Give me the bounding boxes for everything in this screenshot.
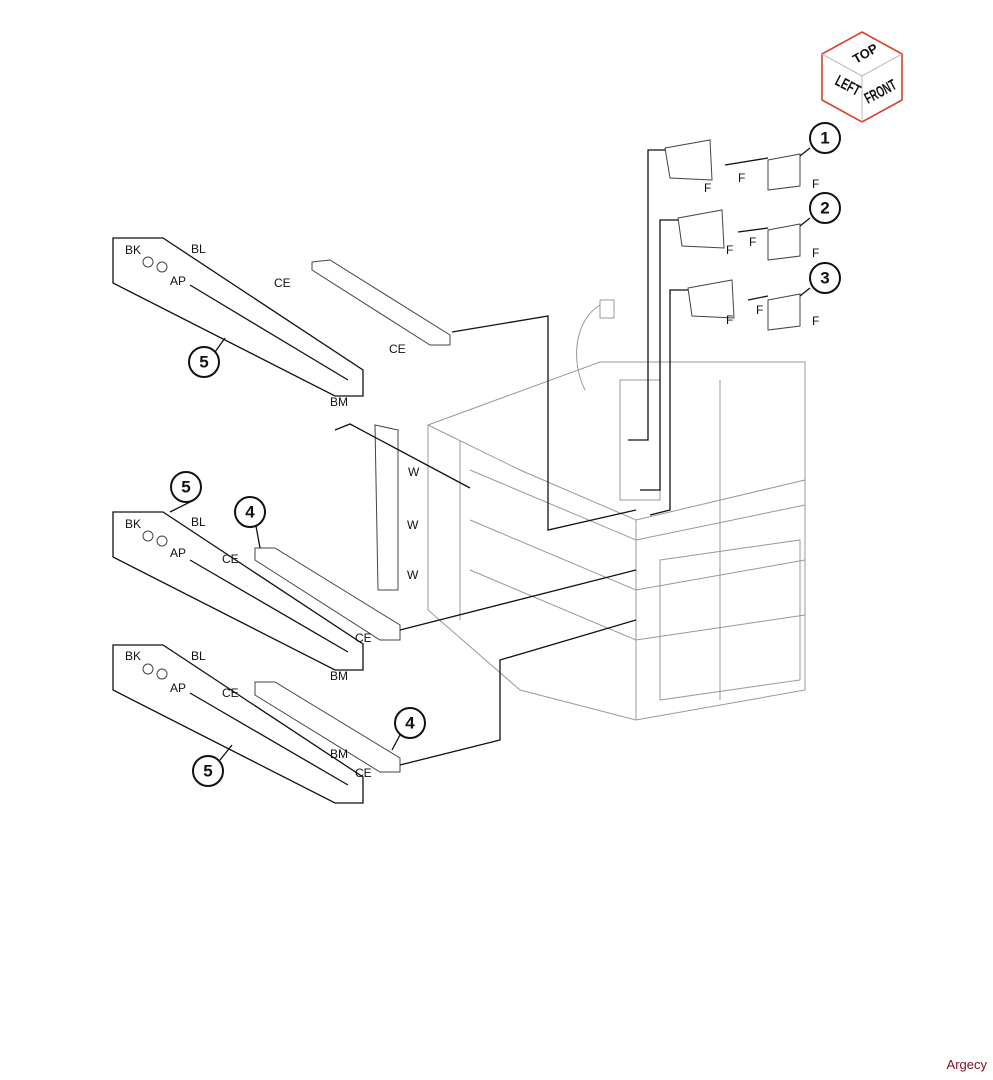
- part-label: CE: [355, 766, 372, 780]
- paper-tray-frame: [427, 299, 806, 721]
- callout-2: 2: [809, 192, 841, 224]
- part-label: W: [407, 518, 419, 532]
- part-label: F: [756, 303, 763, 317]
- part-label: 5: [199, 353, 208, 372]
- callout-5c: 5: [192, 744, 233, 787]
- callout-3: 3: [809, 262, 841, 294]
- sensor-assemblies: [628, 139, 811, 516]
- part-label: W: [407, 568, 419, 582]
- part-label: CE: [222, 686, 239, 700]
- part-label: BL: [191, 649, 206, 663]
- part-label: BM: [330, 669, 348, 683]
- part-label: BK: [125, 517, 141, 531]
- part-label: F: [738, 171, 745, 185]
- part-label: 4: [405, 714, 415, 733]
- part-label: 2: [820, 199, 829, 218]
- pick-arm-parts: [254, 259, 637, 773]
- part-label: BL: [191, 242, 206, 256]
- watermark: Argecy: [946, 1057, 987, 1072]
- part-label: 4: [245, 503, 255, 522]
- part-label: CE: [355, 631, 372, 645]
- part-label: CE: [274, 276, 291, 290]
- part-label: AP: [170, 681, 186, 695]
- part-letter-labels: F F F F F F F F F BK BL AP CE CE BM W W …: [125, 171, 819, 780]
- part-label: CE: [389, 342, 406, 356]
- callout-5a: 5: [188, 337, 226, 378]
- part-label: F: [812, 314, 819, 328]
- part-label: F: [812, 177, 819, 191]
- part-label: 1: [820, 129, 829, 148]
- part-label: AP: [170, 274, 186, 288]
- orientation-cube: TOP LEFT FRONT: [821, 31, 903, 123]
- pick-roller-kits: [112, 237, 364, 804]
- part-label: AP: [170, 546, 186, 560]
- part-label: W: [408, 465, 420, 479]
- part-label: CE: [222, 552, 239, 566]
- part-label: F: [812, 246, 819, 260]
- part-label: 5: [181, 478, 190, 497]
- callout-4b: 4: [391, 707, 426, 751]
- callout-1: 1: [809, 122, 841, 154]
- part-label: F: [749, 235, 756, 249]
- part-label: F: [726, 313, 733, 327]
- part-label: F: [704, 181, 711, 195]
- part-label: F: [726, 243, 733, 257]
- callout-5b: 5: [169, 471, 202, 513]
- part-label: 5: [203, 762, 212, 781]
- part-label: BK: [125, 649, 141, 663]
- part-label: BM: [330, 747, 348, 761]
- part-label: BK: [125, 243, 141, 257]
- callouts: 1 2 3 5 5 4 4 5: [169, 122, 841, 787]
- part-label: BL: [191, 515, 206, 529]
- part-label: BM: [330, 395, 348, 409]
- part-label: 3: [820, 269, 829, 288]
- callout-4a: 4: [234, 496, 266, 549]
